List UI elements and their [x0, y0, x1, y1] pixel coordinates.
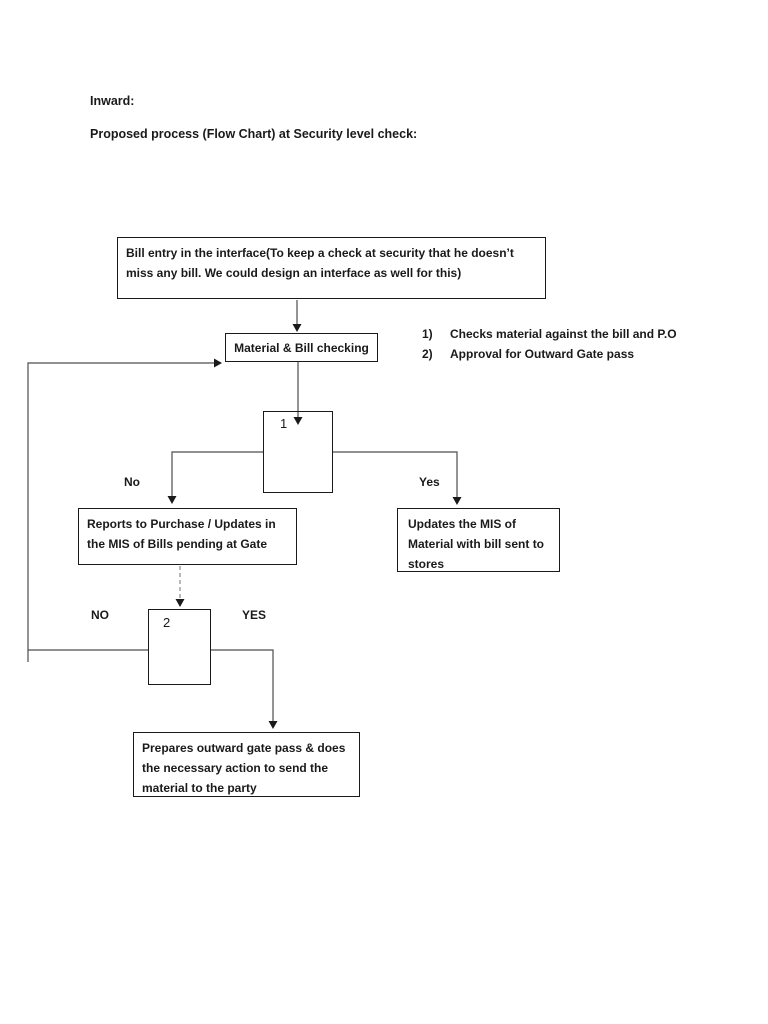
arrow-decision2-yes-branch — [211, 649, 278, 729]
side-note-text: Checks material against the bill and P.O — [450, 327, 677, 341]
arrow-decision1-no-branch — [167, 451, 264, 504]
box-material-bill-checking: Material & Bill checking — [225, 333, 378, 362]
decision-box-2: 2 — [148, 609, 211, 685]
box-prepares-gate-pass: Prepares outward gate pass & does the ne… — [133, 732, 360, 797]
box-reports-to-purchase: Reports to Purchase / Updates in the MIS… — [78, 508, 297, 565]
side-note-text: Approval for Outward Gate pass — [450, 347, 635, 361]
heading-inward: Inward: — [90, 94, 135, 108]
heading-proposed-process: Proposed process (Flow Chart) at Securit… — [90, 127, 418, 141]
arrow-reports-to-decision2 — [175, 566, 185, 607]
side-note-item: 2) Approval for Outward Gate pass — [422, 344, 677, 364]
arrow-decision1-yes-branch — [333, 451, 462, 505]
side-note-list: 1) Checks material against the bill and … — [422, 324, 677, 364]
side-note-number: 1) — [422, 327, 433, 341]
label-no-2: NO — [91, 608, 109, 622]
label-no: No — [124, 475, 140, 489]
label-yes: Yes — [419, 475, 440, 489]
box-updates-mis: Updates the MIS of Material with bill se… — [397, 508, 560, 572]
decision-1-number: 1 — [280, 416, 288, 431]
decision-2-number: 2 — [163, 615, 171, 630]
label-yes-2: YES — [242, 608, 267, 622]
side-note-item: 1) Checks material against the bill and … — [422, 324, 677, 344]
box-bill-entry: Bill entry in the interface(To keep a ch… — [117, 237, 546, 299]
arrow-billentry-to-material — [292, 300, 302, 332]
arrow-decision2-no-loop — [27, 358, 222, 662]
decision-box-1: 1 — [263, 411, 333, 493]
side-note-number: 2) — [422, 347, 433, 361]
arrow-material-to-decision1 — [293, 362, 303, 425]
